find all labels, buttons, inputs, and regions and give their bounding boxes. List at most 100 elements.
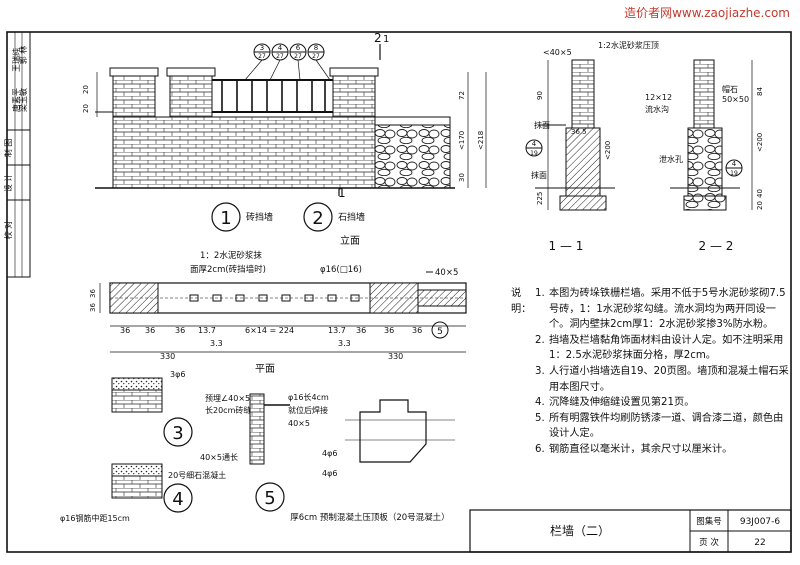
svg-text:5: 5 bbox=[264, 488, 275, 509]
drawing-title: 栏墙（二） bbox=[550, 523, 610, 538]
svg-text:4: 4 bbox=[732, 160, 737, 168]
plan-title: 平面 bbox=[255, 364, 275, 375]
svg-text:36: 36 bbox=[175, 326, 185, 335]
svg-text:27: 27 bbox=[294, 53, 302, 60]
view-label-2 bbox=[303, 202, 333, 232]
svg-text:36: 36 bbox=[384, 326, 394, 335]
detail-5: 预埋∠40×5 长20cm砖缝 φ16长4cm 就位后焊接 40×5 5 bbox=[205, 392, 329, 512]
svg-text:20号细石混凝土: 20号细石混凝土 bbox=[168, 470, 226, 480]
svg-text:27: 27 bbox=[312, 53, 320, 60]
svg-text:84: 84 bbox=[756, 87, 764, 96]
site-watermark: 造价者网www.zaojiazhe.com bbox=[624, 6, 790, 20]
svg-text:泄水孔: 泄水孔 bbox=[659, 154, 683, 164]
view-label-1 bbox=[211, 202, 241, 232]
section-2-title: 2 — 2 bbox=[699, 239, 734, 253]
note-item: 所有明露铁件均刷防锈漆一道、调合漆二道，颜色由设计人定。 bbox=[549, 412, 784, 440]
plan-view: 1：2水泥砂浆抹 面厚2cm(砖挡墙时) φ16(□16) 40×5 5 36 … bbox=[89, 250, 467, 375]
plan-callout: 5 bbox=[437, 327, 443, 337]
brick-wall-label: 砖挡墙 bbox=[246, 211, 273, 223]
svg-text:330: 330 bbox=[160, 352, 175, 361]
title-block: 栏墙（二） 图集号 93J007-6 页 次 22 bbox=[469, 509, 792, 553]
svg-text:1: 1 bbox=[220, 208, 231, 229]
svg-text:19: 19 bbox=[730, 170, 738, 177]
sign-name-4: 郭 林 bbox=[18, 46, 28, 65]
svg-text:4φ6: 4φ6 bbox=[322, 449, 337, 458]
page-label: 页 次 bbox=[699, 537, 719, 548]
svg-text:<200: <200 bbox=[604, 141, 612, 160]
svg-text:72: 72 bbox=[458, 91, 466, 100]
sheet-frame bbox=[6, 31, 792, 553]
sign-name-1: 唐素平 bbox=[11, 88, 21, 112]
section-2-2: 帽石 50×50 12×12 流水沟 4 19 泄水孔 84 <200 40 2… bbox=[645, 59, 764, 253]
note-item: 挡墙及栏墙黏角饰面材料由设计人定。如不注明采用1：2.5水泥砂浆抹面分格，厚2c… bbox=[549, 334, 784, 362]
svg-text:4: 4 bbox=[532, 140, 537, 148]
svg-text:4: 4 bbox=[278, 44, 283, 52]
plan-note-1: 1：2水泥砂浆抹 bbox=[200, 250, 262, 261]
svg-text:36: 36 bbox=[145, 326, 155, 335]
sign-design: 设 计 bbox=[3, 174, 13, 193]
slab-detail: 4φ6 4φ6 厚6cm 预制混凝土压顶板（20号混凝土） bbox=[290, 399, 455, 523]
svg-text:20: 20 bbox=[756, 201, 764, 210]
note-item: 沉降缝及伸缩缝设置见第21页。 bbox=[549, 397, 695, 409]
elevation-view: 3 27 4 27 6 27 8 27 2 1 1 bbox=[82, 31, 487, 247]
plan-rebar: φ16(□16) bbox=[320, 265, 362, 275]
svg-text:抹面: 抹面 bbox=[531, 170, 547, 180]
svg-text:13.7: 13.7 bbox=[198, 326, 216, 335]
svg-text:20: 20 bbox=[82, 85, 90, 94]
svg-text:36: 36 bbox=[120, 326, 130, 335]
svg-text:4: 4 bbox=[172, 489, 183, 510]
svg-text:3φ6: 3φ6 bbox=[170, 370, 185, 379]
svg-text:36.5: 36.5 bbox=[571, 128, 587, 136]
svg-text:<200: <200 bbox=[756, 133, 764, 152]
sign-draw: 制 图 bbox=[3, 139, 13, 158]
svg-text:1:2水泥砂浆压顶: 1:2水泥砂浆压顶 bbox=[598, 40, 659, 50]
svg-text:帽石: 帽石 bbox=[722, 84, 738, 94]
notes-lead: 说明： bbox=[511, 288, 532, 315]
sign-block: 校 对 设 计 制 图 唐素平 梁玉敏 王瑞纯 郭 林 bbox=[3, 31, 31, 278]
svg-text:流水沟: 流水沟 bbox=[645, 104, 669, 114]
svg-text:3.3: 3.3 bbox=[338, 339, 351, 348]
elevation-callouts: 3 27 4 27 6 27 8 27 bbox=[244, 43, 331, 81]
svg-text:50×50: 50×50 bbox=[722, 95, 749, 104]
svg-text:20: 20 bbox=[82, 104, 90, 113]
plan-note-2: 面厚2cm(砖挡墙时) bbox=[190, 264, 266, 275]
svg-text:<218: <218 bbox=[477, 131, 485, 150]
atlas-label: 图集号 bbox=[696, 516, 722, 527]
svg-text:就位后焊接: 就位后焊接 bbox=[288, 405, 328, 415]
notes-block: 说明： 1. 本图为砖垛铁栅栏墙。采用不低于5号水泥砂浆砌7.5号砖，1：1水泥… bbox=[511, 286, 789, 458]
pier-cap bbox=[329, 67, 379, 77]
svg-text:12×12: 12×12 bbox=[645, 93, 672, 102]
svg-text:4φ6: 4φ6 bbox=[322, 469, 337, 478]
svg-text:φ16钢筋中距15cm: φ16钢筋中距15cm bbox=[60, 513, 130, 523]
detail-3: 3φ6 3 bbox=[111, 370, 193, 447]
svg-text:36: 36 bbox=[356, 326, 366, 335]
section-1-1: <40×5 1:2水泥砂浆压顶 90 36.5 <200 225 抹面 抹面 4… bbox=[525, 40, 659, 253]
svg-text:40: 40 bbox=[756, 189, 764, 198]
page-value: 22 bbox=[754, 538, 765, 548]
svg-text:330: 330 bbox=[388, 352, 403, 361]
svg-text:36: 36 bbox=[89, 289, 97, 298]
note-item: 钢筋直径以毫米计，其余尺寸以厘米计。 bbox=[549, 443, 733, 455]
elevation-title: 立面 bbox=[340, 234, 360, 247]
brick-wall bbox=[112, 116, 376, 189]
svg-text:<40×5: <40×5 bbox=[543, 48, 572, 57]
pier-cap bbox=[109, 67, 159, 77]
svg-text:40×5: 40×5 bbox=[288, 419, 310, 428]
sign-check: 校 对 bbox=[3, 221, 13, 240]
svg-text:φ16长4cm: φ16长4cm bbox=[288, 392, 329, 402]
railing-bars bbox=[221, 80, 326, 112]
svg-text:<170: <170 bbox=[458, 131, 466, 150]
slab-note: 厚6cm 预制混凝土压顶板（20号混凝土） bbox=[290, 512, 449, 523]
svg-text:抹面: 抹面 bbox=[534, 120, 550, 130]
pier-cap bbox=[166, 67, 216, 77]
svg-text:3.3: 3.3 bbox=[210, 339, 223, 348]
svg-text:36: 36 bbox=[89, 303, 97, 312]
svg-text:3: 3 bbox=[260, 44, 264, 52]
svg-text:30: 30 bbox=[458, 173, 466, 182]
svg-text:27: 27 bbox=[258, 53, 266, 60]
stone-wall-label: 石挡墙 bbox=[338, 211, 365, 223]
plan-flat: 40×5 bbox=[435, 268, 458, 278]
svg-text:27: 27 bbox=[276, 53, 284, 60]
svg-text:3: 3 bbox=[172, 423, 183, 444]
